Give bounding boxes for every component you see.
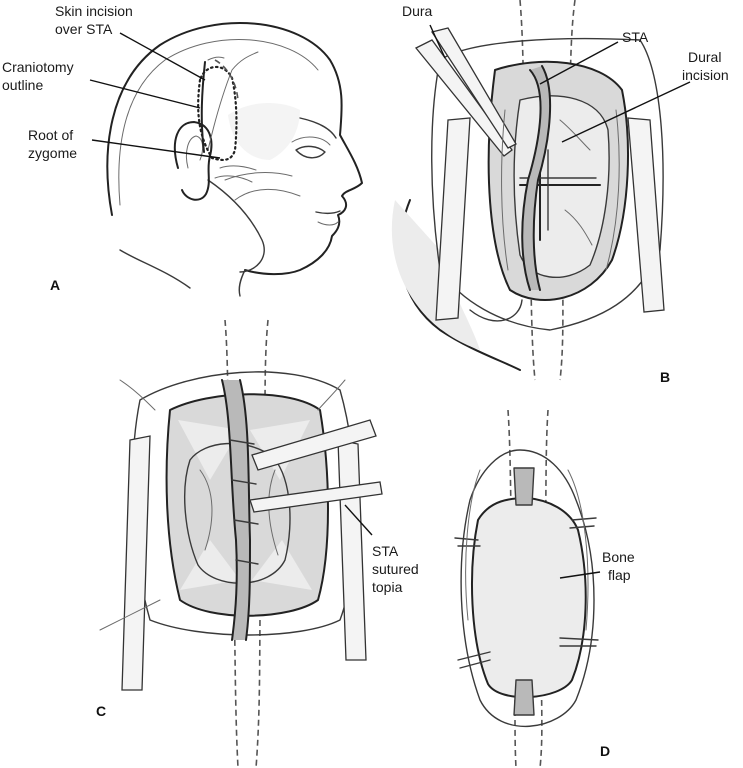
sta-pia-drawing	[99, 319, 383, 768]
label-dural-incision-line1: Dural	[688, 49, 721, 65]
label-skin-incision-line1: Skin incision	[55, 3, 133, 19]
leader-root	[91, 139, 221, 159]
leader-sta-b	[539, 41, 619, 85]
label-root-line1: Root of	[28, 127, 73, 143]
label-sta-b: STA	[622, 29, 649, 45]
label-dural-incision: Dural incision	[682, 49, 729, 83]
leader-skin-incision	[119, 32, 206, 81]
panel-letter-a: A	[50, 277, 60, 293]
leader-bone-flap	[559, 571, 601, 579]
label-craniotomy-outline: Craniotomy outline	[2, 59, 77, 93]
label-craniotomy-line2: outline	[2, 77, 43, 93]
label-sta-sutured-line2: sutured	[372, 561, 419, 577]
label-dural-incision-line2: incision	[682, 67, 729, 83]
label-skin-incision: Skin incision over STA	[55, 3, 137, 37]
label-sta-sutured-topia: STA sutured topia	[372, 543, 423, 595]
panel-letter-d: D	[600, 743, 610, 759]
panel-letter-b: B	[660, 369, 670, 385]
panel-a: Skin incision over STA Craniotomy outlin…	[2, 3, 363, 297]
head-profile-drawing	[106, 22, 363, 297]
label-skin-incision-line2: over STA	[55, 21, 113, 37]
leader-craniotomy	[89, 79, 201, 109]
label-root-line2: zygome	[28, 145, 77, 161]
label-sta-sutured-line1: STA	[372, 543, 399, 559]
label-root-of-zygome: Root of zygome	[28, 127, 77, 161]
label-craniotomy-line1: Craniotomy	[2, 59, 74, 75]
bone-flap-drawing	[454, 409, 599, 768]
leader-dura	[429, 24, 446, 59]
dural-exposure-drawing	[391, 0, 665, 381]
label-dura: Dura	[402, 3, 433, 19]
panel-letter-c: C	[96, 703, 106, 719]
panel-b: Dura STA Dural incision B	[391, 0, 729, 385]
panel-d: Bone flap D	[454, 409, 639, 768]
label-bone-flap-line2: flap	[608, 567, 631, 583]
label-bone-flap: Bone flap	[602, 549, 639, 583]
leader-dural-incision	[561, 81, 691, 143]
label-bone-flap-line1: Bone	[602, 549, 635, 565]
label-sta-sutured-line3: topia	[372, 579, 403, 595]
leader-sta-sutured	[344, 504, 373, 536]
panel-c: STA sutured topia C	[96, 319, 423, 768]
